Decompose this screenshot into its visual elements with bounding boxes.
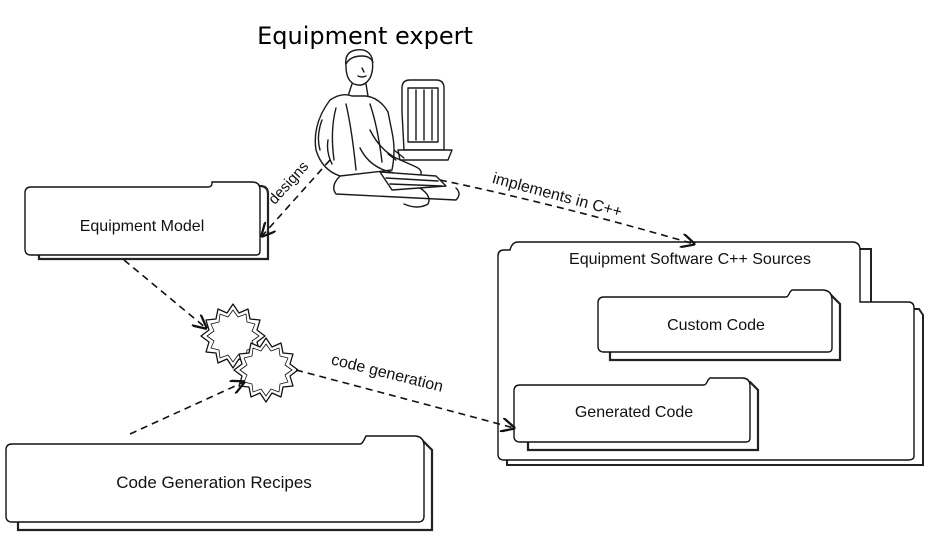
custom-code-node: Custom Code [597,289,842,362]
person-at-computer-icon [314,48,460,208]
code-generation-edge [295,369,514,428]
generated-code-node: Generated Code [513,377,760,452]
custom-code-label: Custom Code [667,317,765,334]
recipes-to-generator-edge [129,382,244,435]
equipment-model-label: Equipment Model [80,218,205,235]
code-generation-recipes-label: Code Generation Recipes [116,473,312,492]
model-to-generator-edge [123,259,206,328]
implements-edge [439,179,694,244]
generated-code-label: Generated Code [575,404,693,421]
code-generation-recipes-node: Code Generation Recipes [5,435,434,532]
sources-container-label: Equipment Software C++ Sources [569,251,811,268]
gears-icon [200,303,299,403]
designs-edge [262,159,331,236]
actor-label: Equipment expert [257,22,473,50]
designs-label: designs [265,158,312,208]
equipment-model-node: Equipment Model [24,181,270,261]
code-generation-label: code generation [329,352,444,396]
